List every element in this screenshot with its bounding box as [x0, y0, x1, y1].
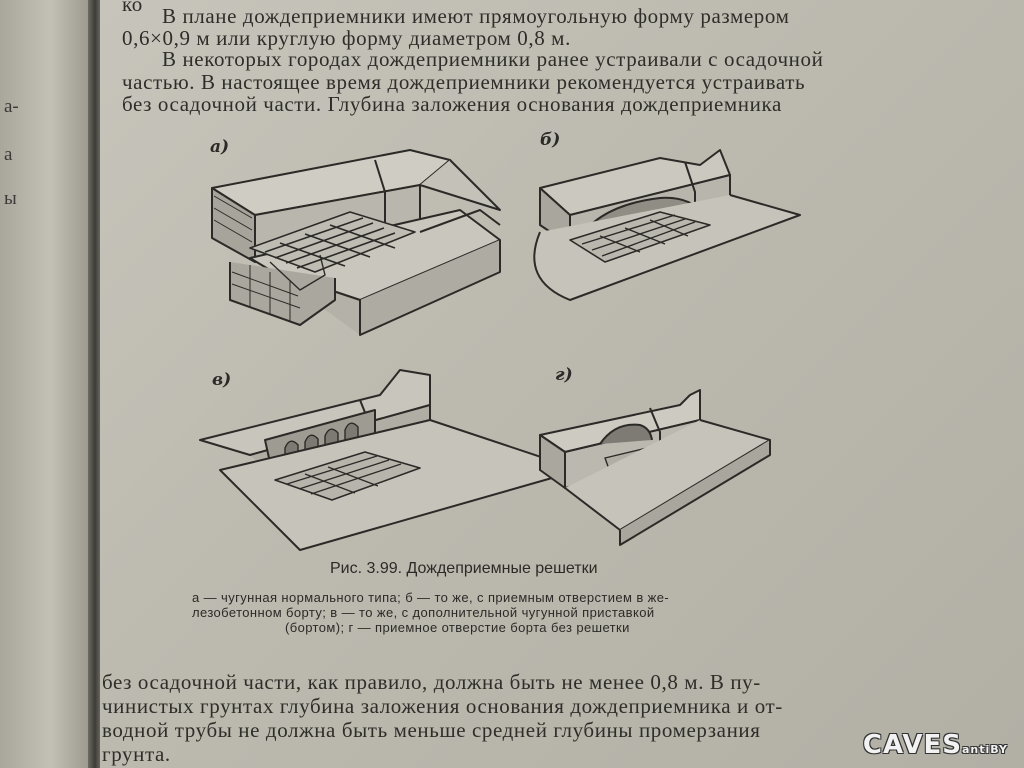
label-a: а)	[210, 137, 229, 157]
watermark-sub: anti	[961, 743, 991, 756]
watermark-main: CAVES	[862, 730, 962, 760]
figure-illustrations: а)	[199, 130, 801, 551]
left-page-fragment: а-	[4, 96, 19, 117]
text-line: 0,6×0,9 м или круглую форму диаметром 0,…	[122, 26, 571, 50]
left-page-fragment: а	[4, 144, 13, 165]
left-page-edge: а- а ы	[0, 0, 92, 768]
text-line: В плане дождеприемники имеют прямоугольн…	[162, 4, 790, 28]
text-line: без осадочной части, как правило, должна…	[102, 670, 761, 694]
caption-description: лезобетонном борту; в — то же, с дополни…	[192, 605, 655, 620]
left-page-fragment: ы	[4, 188, 17, 209]
drawing-a: а)	[210, 137, 501, 336]
text-line: без осадочной части. Глубина заложения о…	[122, 92, 782, 116]
text-line: грунта.	[102, 742, 171, 766]
caption-description: (бортом); г — приемное отверстие борта б…	[285, 620, 630, 635]
text-line: ко	[122, 0, 143, 16]
figure-caption: Рис. 3.99. Дождеприемные решетки	[330, 560, 598, 577]
label-v: в)	[212, 370, 231, 390]
book-page: ко В плане дождеприемники имеют прямоуго…	[100, 0, 1024, 768]
label-g: г)	[555, 365, 573, 385]
text-line: частью. В настоящее время дождеприемники…	[122, 70, 806, 94]
watermark-suffix: BY	[990, 743, 1008, 756]
book-gutter	[88, 0, 102, 768]
drawing-v: в)	[199, 369, 581, 551]
text-line: водной трубы не должна быть меньше средн…	[102, 718, 761, 742]
text-line: чинистых грунтах глубина заложения основ…	[102, 694, 783, 718]
text-line: В некоторых городах дождеприемники ранее…	[162, 47, 824, 71]
drawing-g: г)	[539, 365, 771, 546]
caption-description: а — чугунная нормального типа; б — то же…	[192, 590, 670, 605]
label-b: б)	[540, 130, 560, 150]
watermark-logo: CAVESantiBY	[863, 730, 1008, 760]
drawing-b: б)	[533, 130, 801, 301]
